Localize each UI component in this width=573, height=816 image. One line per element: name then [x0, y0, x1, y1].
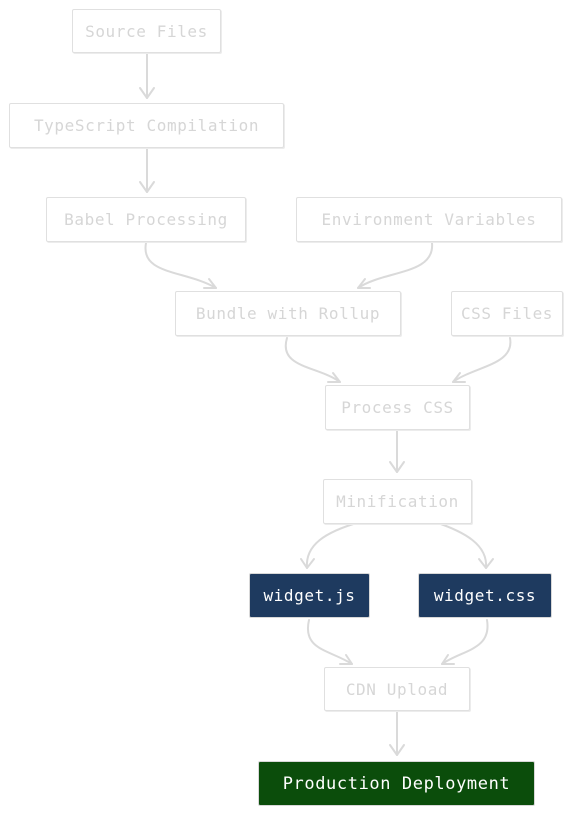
arrowhead-widgetcss — [478, 558, 494, 569]
arrowhead-processcss-right — [452, 372, 466, 383]
node-cdn-upload: CDN Upload — [324, 667, 470, 711]
arrowhead-deployment — [389, 744, 405, 756]
arrowhead-bundle-right — [357, 278, 371, 289]
edge-widgetjs-to-cdn — [306, 619, 353, 665]
node-source-files: Source Files — [72, 9, 221, 53]
arrowhead-minification — [389, 461, 405, 473]
node-process-css: Process CSS — [325, 385, 470, 430]
node-environment-variables: Environment Variables — [296, 197, 562, 242]
arrowhead-processcss-left — [327, 372, 341, 383]
edge-env-to-bundle — [357, 242, 434, 289]
node-typescript-compilation: TypeScript Compilation — [9, 103, 284, 148]
node-widget-js: widget.js — [249, 573, 370, 618]
edge-minification-to-widgetcss — [434, 521, 488, 569]
edge-babel-to-bundle — [144, 242, 217, 289]
node-minification: Minification — [323, 479, 472, 524]
edge-widgetcss-to-cdn — [441, 619, 489, 665]
arrowhead-typescript — [139, 87, 155, 99]
node-babel-processing: Babel Processing — [46, 197, 246, 242]
arrowhead-cdn-right — [441, 654, 455, 665]
arrowhead-cdn-left — [339, 654, 353, 665]
node-production-deployment: Production Deployment — [258, 761, 535, 806]
arrowhead-babel — [139, 181, 155, 193]
edge-bundle-to-processcss — [284, 337, 341, 383]
arrowhead-widgetjs — [300, 558, 315, 569]
arrowhead-bundle-left — [203, 278, 217, 289]
edge-cssfiles-to-processcss — [452, 337, 512, 383]
edge-minification-to-widgetjs — [305, 521, 361, 569]
node-widget-css: widget.css — [418, 573, 552, 618]
node-bundle-with-rollup: Bundle with Rollup — [175, 291, 401, 336]
node-css-files: CSS Files — [451, 291, 563, 336]
